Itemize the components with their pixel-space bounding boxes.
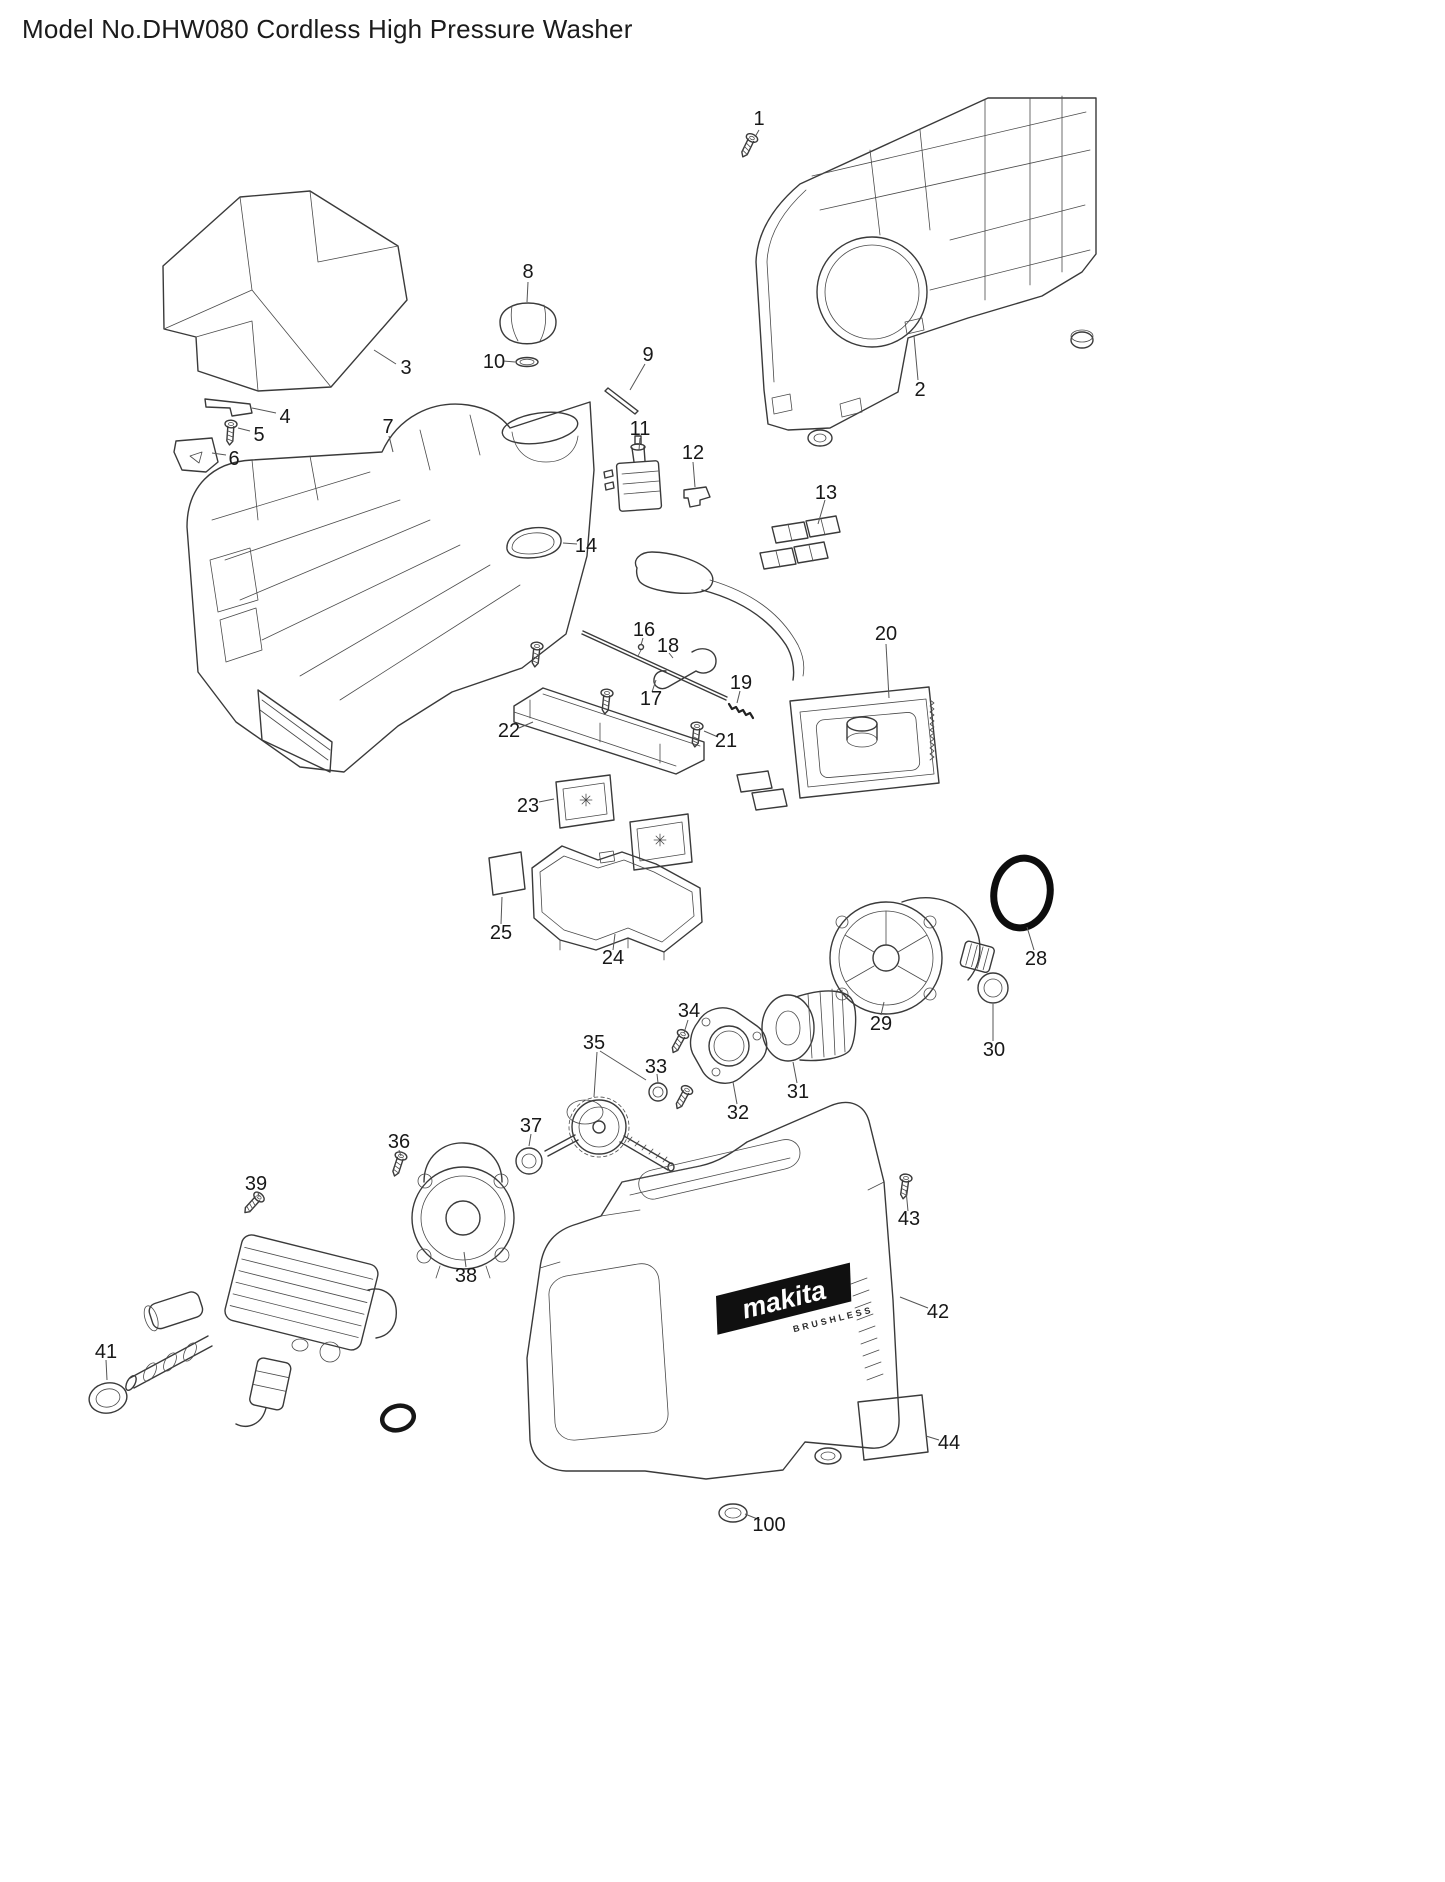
callout-33: 33 — [645, 1056, 667, 1078]
part-8-cap — [499, 302, 557, 345]
part-20-base-plate — [789, 686, 940, 799]
part-34-screw — [667, 1027, 691, 1057]
callout-22: 22 — [498, 720, 520, 742]
callout-10: 10 — [483, 351, 505, 373]
callout-37: 37 — [520, 1115, 542, 1137]
part-41-seal — [88, 1382, 128, 1414]
part-7-upper-housing — [186, 401, 595, 773]
part-25-label — [488, 851, 526, 896]
callout-34: 34 — [678, 1000, 700, 1022]
callout-17: 17 — [640, 688, 662, 710]
part-23-terminal-frames — [555, 774, 693, 871]
part-18-wire-form — [653, 648, 717, 690]
part-31-stator — [761, 988, 857, 1062]
callout-39: 39 — [245, 1173, 267, 1195]
part-13-connectors — [759, 515, 841, 570]
callout-32: 32 — [727, 1102, 749, 1124]
callout-5: 5 — [253, 424, 264, 446]
part-19-spring — [727, 702, 755, 720]
seal-ring — [379, 1403, 417, 1433]
screw — [671, 1083, 695, 1113]
nut — [1070, 329, 1094, 349]
callout-38: 38 — [455, 1265, 477, 1287]
callout-6: 6 — [228, 448, 239, 470]
terminal-blocks — [736, 770, 788, 811]
callout-7: 7 — [382, 416, 393, 438]
callout-14: 14 — [575, 535, 597, 557]
callout-36: 36 — [388, 1131, 410, 1153]
part-3-tank-cover — [162, 190, 408, 392]
callout-18: 18 — [657, 635, 679, 657]
callout-12: 12 — [682, 442, 704, 464]
callout-13: 13 — [815, 482, 837, 504]
callout-20: 20 — [875, 623, 897, 645]
part-12-clip — [683, 486, 711, 508]
part-36-screw — [388, 1149, 409, 1179]
callout-30: 30 — [983, 1039, 1005, 1061]
part-9-pin — [604, 387, 639, 415]
part-33-ring — [648, 1082, 668, 1102]
callout-100: 100 — [752, 1514, 785, 1536]
callout-31: 31 — [787, 1081, 809, 1103]
page-title: Model No.DHW080 Cordless High Pressure W… — [22, 14, 633, 44]
part-28-o-ring — [990, 854, 1054, 932]
part-38-pump-bracket — [411, 1142, 515, 1279]
callout-42: 42 — [927, 1301, 949, 1323]
leader-lines — [105, 129, 1035, 1521]
screw — [528, 640, 545, 669]
callout-1: 1 — [753, 108, 764, 130]
part-29-motor-assembly — [829, 897, 995, 1015]
part-16-pin — [637, 643, 645, 657]
callout-3: 3 — [400, 357, 411, 379]
callout-21: 21 — [715, 730, 737, 752]
callout-23: 23 — [517, 795, 539, 817]
part-4-latch-plate — [204, 398, 253, 417]
part-44-label — [857, 1394, 929, 1461]
callout-4: 4 — [279, 406, 290, 428]
part-14-gasket — [506, 526, 562, 559]
part-10-o-ring — [515, 356, 539, 368]
part-lever-arm — [634, 551, 805, 681]
part-35-armature — [544, 1096, 675, 1172]
part-37-bearing — [515, 1147, 543, 1175]
part-2-rear-housing — [755, 95, 1097, 431]
makita-logo: makita BRUSHLESS — [716, 1262, 874, 1335]
part-42-main-body: makita BRUSHLESS — [526, 1101, 900, 1480]
callout-35: 35 — [583, 1032, 605, 1054]
callout-16: 16 — [633, 619, 655, 641]
part-22-bracket — [513, 687, 705, 775]
callout-29: 29 — [870, 1013, 892, 1035]
part-32-flange — [689, 1007, 768, 1084]
callouts: 1 2 3 4 5 6 7 8 9 10 11 12 13 14 16 17 1… — [95, 108, 1047, 1536]
callout-9: 9 — [642, 344, 653, 366]
callout-25: 25 — [490, 922, 512, 944]
callout-28: 28 — [1025, 948, 1047, 970]
part-24-lower-frame — [531, 845, 703, 961]
callout-8: 8 — [522, 261, 533, 283]
part-pump-assembly — [125, 1234, 397, 1427]
part-21-screw — [688, 720, 705, 749]
part-17-rod — [581, 630, 728, 701]
callout-19: 19 — [730, 672, 752, 694]
part-5-screw — [222, 419, 238, 447]
callout-11: 11 — [630, 418, 651, 440]
part-6-latch-cup — [173, 437, 219, 473]
callout-44: 44 — [938, 1432, 960, 1454]
part-100-foot — [718, 1503, 748, 1523]
callout-41: 41 — [95, 1341, 117, 1363]
callout-43: 43 — [898, 1208, 920, 1230]
rubber-foot — [807, 429, 833, 447]
callout-24: 24 — [602, 947, 624, 969]
callout-2: 2 — [914, 379, 925, 401]
part-11-switch — [603, 435, 663, 512]
part-43-screw — [896, 1172, 914, 1201]
part-30-ring — [977, 972, 1009, 1004]
